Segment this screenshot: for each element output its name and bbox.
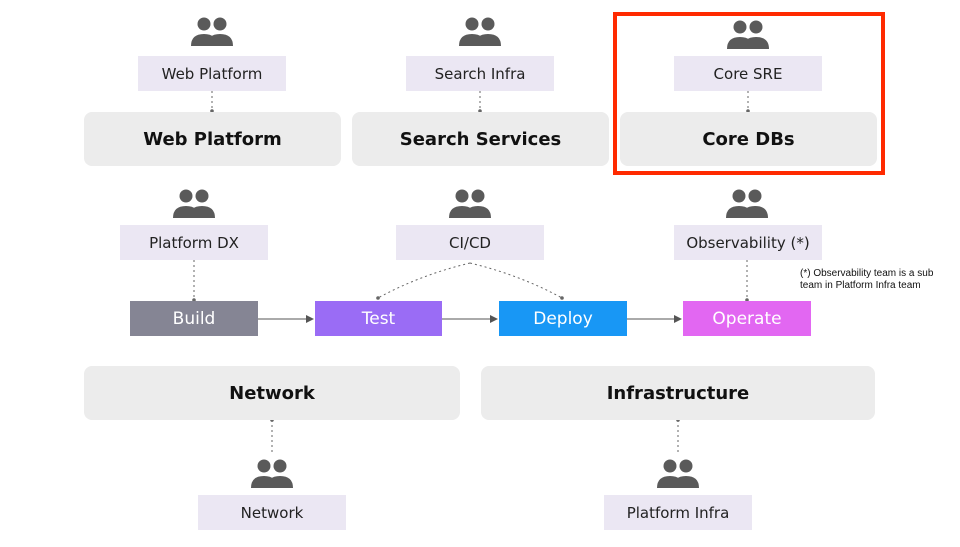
people-group-icon [727, 20, 769, 49]
people-group-icon [726, 189, 768, 218]
area-web-platform: Web Platform [84, 112, 341, 166]
area-search-services: Search Services [352, 112, 609, 166]
people-group-icon [173, 189, 215, 218]
cicd-deploy-connector [469, 262, 563, 299]
cicd-test-connector [377, 262, 471, 299]
people-group-icon [459, 17, 501, 46]
people-group-icon [191, 17, 233, 46]
people-group-icon [251, 459, 293, 488]
highlight-box [613, 12, 885, 175]
area-infrastructure: Infrastructure [481, 366, 875, 420]
team-label-platform-infra: Platform Infra [604, 495, 752, 530]
footnote-line-2: team in Platform Infra team [800, 280, 921, 291]
footnote-line-1: (*) Observability team is a sub [800, 268, 934, 279]
team-label-search-infra: Search Infra [406, 56, 554, 91]
area-network: Network [84, 366, 460, 420]
stage-test: Test [315, 301, 442, 336]
people-group-icon [657, 459, 699, 488]
stage-operate: Operate [683, 301, 811, 336]
stage-build: Build [130, 301, 258, 336]
team-label-observability: Observability (*) [674, 225, 822, 260]
team-label-web-platform: Web Platform [138, 56, 286, 91]
area-core-dbs: Core DBs [620, 112, 877, 166]
team-label-platform-dx: Platform DX [120, 225, 268, 260]
team-label-core-sre: Core SRE [674, 56, 822, 91]
observability-footnote: (*) Observability team is a sub team in … [800, 268, 950, 292]
people-group-icon [449, 189, 491, 218]
team-label-network: Network [198, 495, 346, 530]
team-label-cicd: CI/CD [396, 225, 544, 260]
stage-deploy: Deploy [499, 301, 627, 336]
